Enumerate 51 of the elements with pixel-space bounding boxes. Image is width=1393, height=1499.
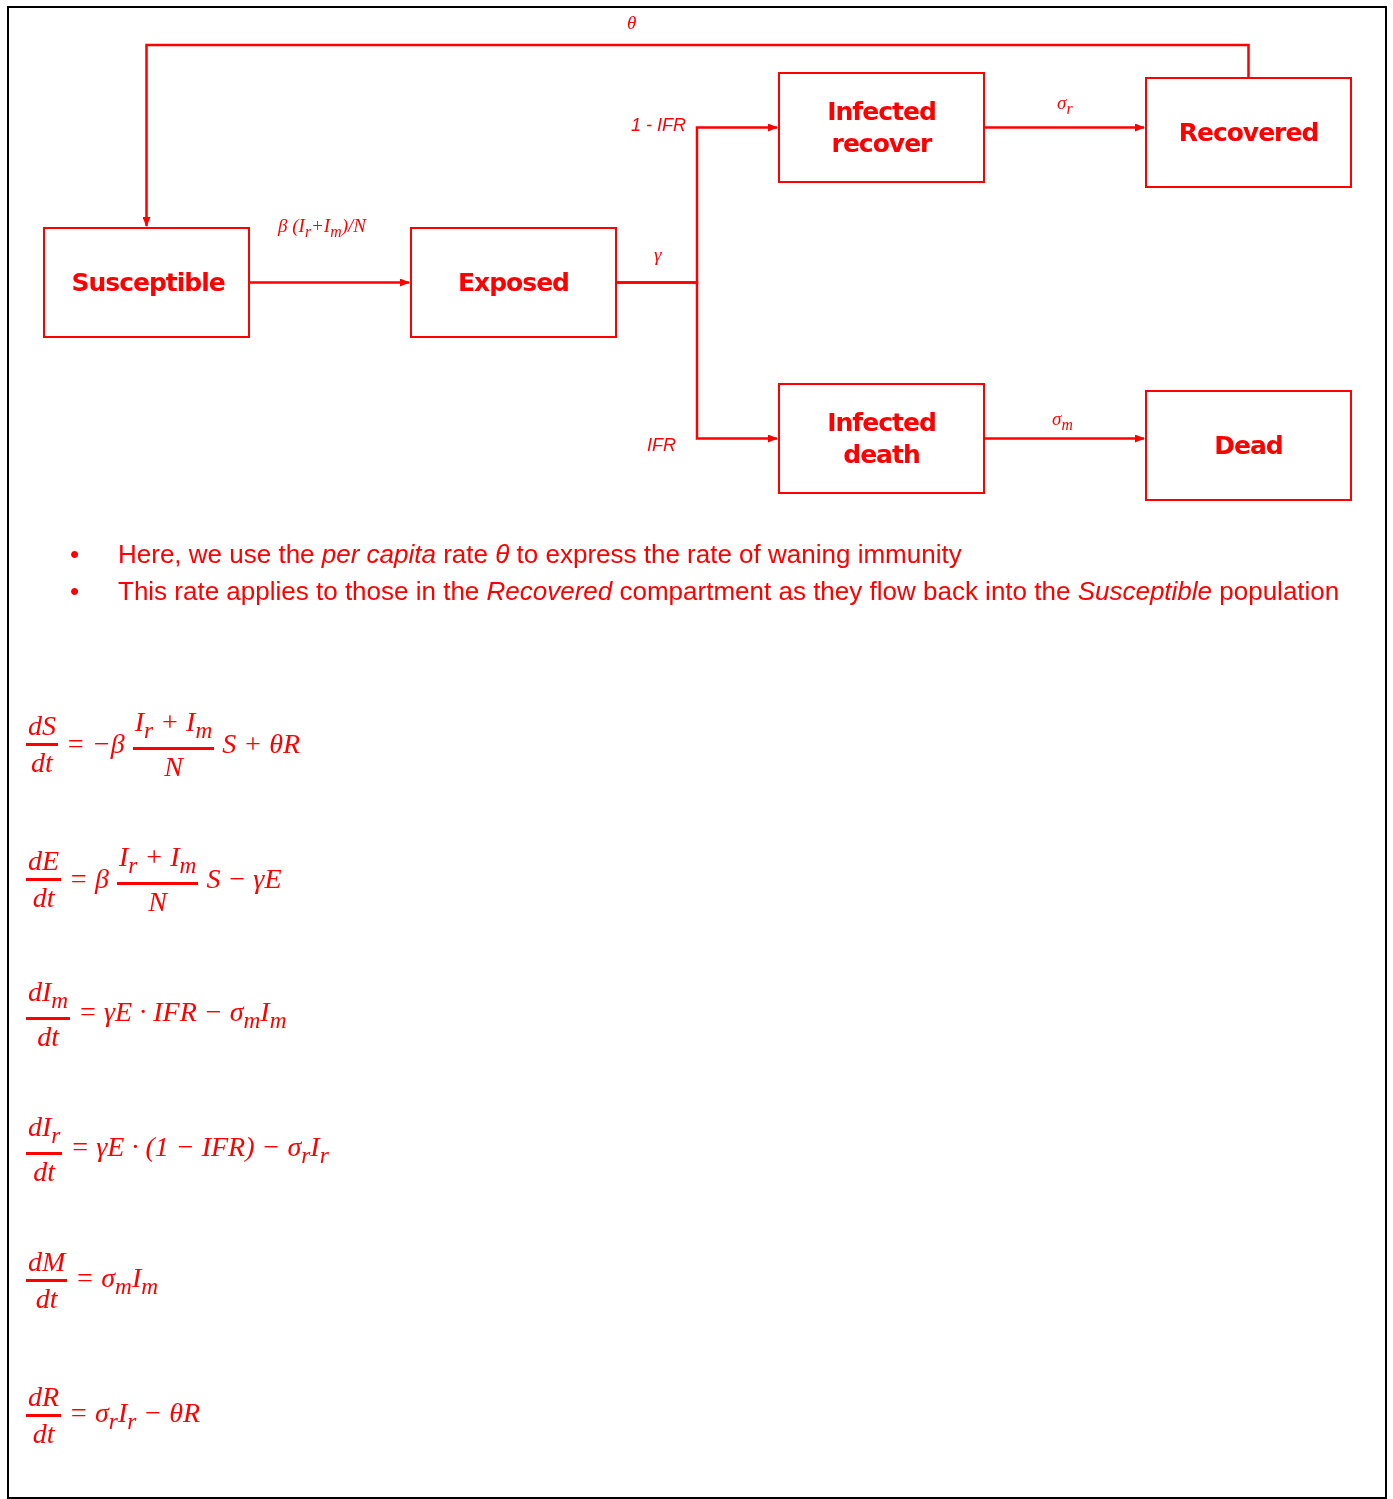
denominator: dt [35, 1282, 58, 1316]
bullet-mark: • [70, 538, 81, 571]
arrow [617, 281, 778, 443]
numerator: I$_{r}$ + I$_{m}$ [132, 705, 215, 750]
denominator: dt [37, 1019, 59, 1054]
numerator: dI$_{r}$ [26, 1110, 63, 1155]
edge-label: σ$_{m}$ [1052, 408, 1073, 434]
numerator: I$_{r}$ + I$_{m}$ [116, 840, 199, 885]
compartment-box [43, 227, 250, 338]
equation-term: = σ$_{m}$I$_{m}$ [75, 1261, 159, 1300]
denominator: N [148, 884, 168, 919]
compartment-box [1145, 77, 1352, 188]
compartment-label: Infected recover [826, 96, 937, 159]
edge-label: 1 - IFR [631, 115, 686, 136]
equation-term: S − γE [206, 863, 282, 896]
numerator: dE [26, 843, 62, 881]
compartment-box [410, 227, 617, 338]
numerator: dM [26, 1245, 68, 1282]
compartment-label: Dead [1214, 429, 1283, 462]
denominator: dt [33, 1154, 56, 1189]
denominator: dt [31, 745, 53, 780]
equation-term: = γE · (1 − IFR) − σ$_{r}$I$_{r}$ [70, 1130, 329, 1169]
denominator: dt [32, 880, 55, 915]
compartment-box [778, 383, 985, 494]
bullet-text: This rate applies to those in the Recovered compartment as they flow back into the Susceptible population [118, 575, 1340, 608]
compartment-label: Infected death [826, 407, 937, 470]
arrow [250, 278, 410, 287]
equation-term: = σ$_{r}$I$_{r}$ − θR [69, 1396, 201, 1435]
equation-term: = −β [66, 728, 125, 761]
equation-term: = β [69, 863, 109, 896]
equation-term: S + θR [222, 728, 300, 761]
compartment-box [778, 72, 985, 183]
edge-label: IFR [647, 435, 676, 456]
arrow [142, 43, 1250, 227]
numerator: dI$_{m}$ [26, 975, 71, 1020]
compartment-box [1145, 390, 1352, 501]
denominator: dt [32, 1417, 55, 1451]
edge-label: σ$_{r}$ [1057, 92, 1073, 118]
compartment-label: Recovered [1178, 116, 1319, 149]
arrow [985, 123, 1145, 132]
edge-label: β (I$_{r}$+I$_{m}$)/N [278, 215, 366, 241]
numerator: dR [26, 1380, 62, 1417]
numerator: dS [26, 708, 58, 746]
denominator: N [164, 749, 183, 784]
edge-label: θ [627, 12, 637, 34]
bullet-mark: • [70, 575, 81, 608]
equation-term: = γE · IFR − σ$_{m}$I$_{m}$ [78, 995, 287, 1034]
arrow [985, 434, 1145, 443]
rate-label: γ [654, 244, 662, 266]
compartment-label: Exposed [458, 266, 569, 299]
bullet-text: Here, we use the per capita rate θ to express the rate of waning immunity [118, 538, 962, 571]
